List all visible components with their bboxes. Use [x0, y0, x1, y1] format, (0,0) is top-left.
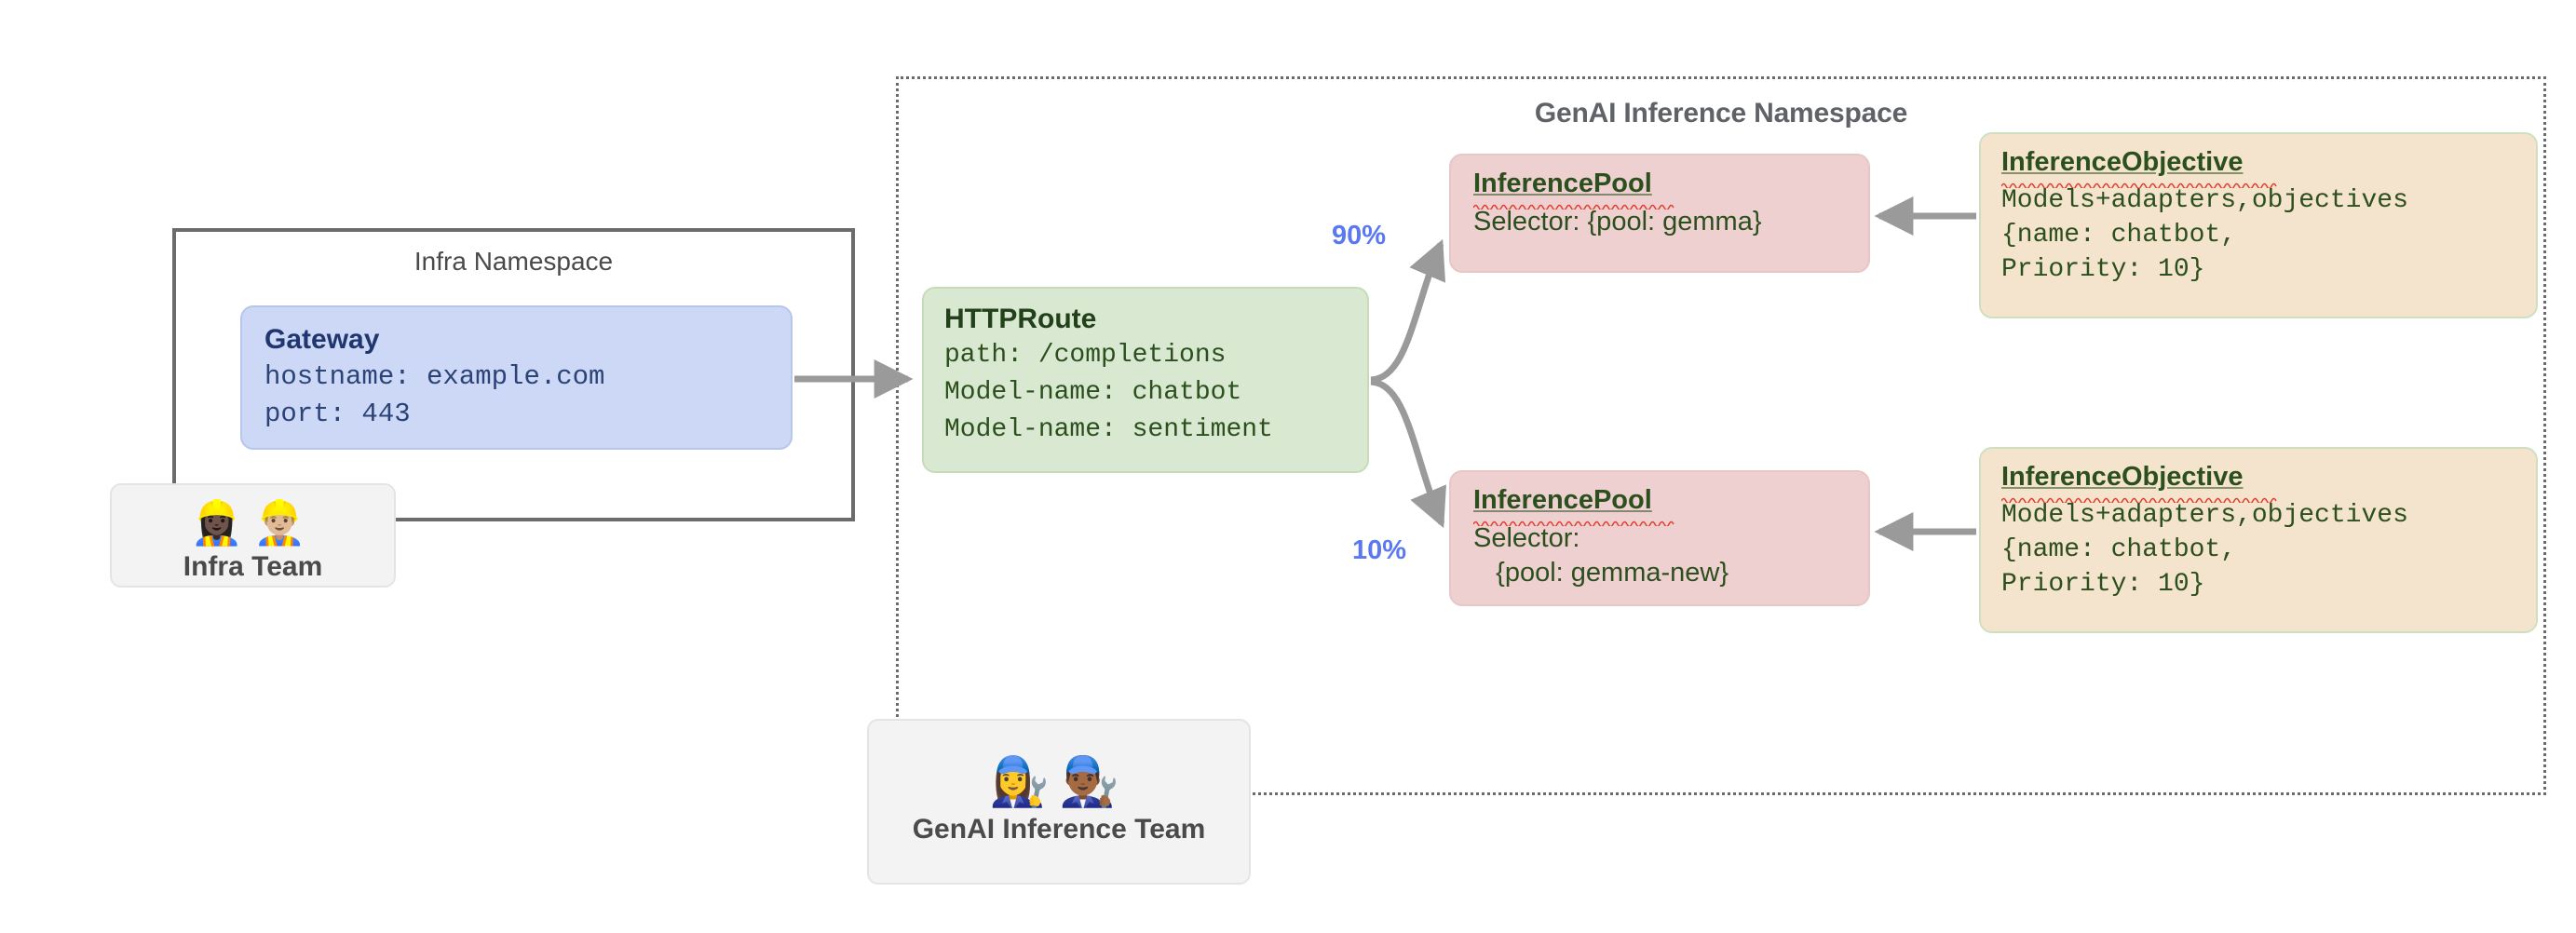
construction-worker-woman-emoji: 👷🏿‍♀️ — [190, 498, 253, 547]
inferenceobjective-bottom-node[interactable]: InferenceObjective Models+adapters,objec… — [1979, 447, 2538, 633]
infra-team-avatars: 👷🏿‍♀️👷🏼‍♂️ — [112, 501, 394, 544]
inferenceobjective-bottom-priority-line: Priority: 10} — [2001, 570, 2205, 600]
inferenceobjective-top-models-line: Models+adapters,objectives — [2001, 186, 2408, 215]
gateway-node[interactable]: Gateway hostname: example.com port: 443 — [240, 305, 793, 450]
infra-team-card[interactable]: 👷🏿‍♀️👷🏼‍♂️ Infra Team — [110, 483, 396, 588]
httproute-path-line: path: /completions — [944, 341, 1227, 370]
traffic-split-90-label: 90% — [1332, 221, 1387, 250]
gateway-port-line: port: 443 — [264, 398, 411, 429]
mechanic-woman-emoji: 👩‍🔧 — [989, 755, 1059, 809]
httproute-model-name-chatbot-line: Model-name: chatbot — [944, 378, 1242, 408]
infra-namespace-label: Infra Namespace — [414, 247, 614, 276]
spellcheck-squiggle-icon — [1472, 197, 1676, 211]
mechanic-man-emoji: 👨🏾‍🔧 — [1059, 755, 1129, 809]
construction-worker-man-emoji: 👷🏼‍♂️ — [252, 498, 316, 547]
inferenceobjective-top-priority-line: Priority: 10} — [2001, 255, 2205, 285]
inferenceobjective-bottom-name-line: {name: chatbot, — [2001, 535, 2237, 565]
inferenceobjective-bottom-title: InferenceObjective — [2001, 462, 2244, 492]
inferencepool-gemma-new-title: InferencePool — [1473, 485, 1652, 515]
genai-inference-team-card[interactable]: 👩‍🔧👨🏾‍🔧 GenAI Inference Team — [867, 719, 1251, 885]
spellcheck-squiggle-icon — [2000, 491, 2281, 505]
inferencepool-gemma-new-node[interactable]: InferencePool Selector: {pool: gemma-new… — [1449, 470, 1870, 606]
genai-team-label: GenAI Inference Team — [912, 814, 1206, 845]
inferencepool-gemma-node[interactable]: InferencePool Selector: {pool: gemma} — [1449, 154, 1870, 273]
httproute-title: HTTPRoute — [944, 304, 1097, 334]
genai-team-avatars: 👩‍🔧👨🏾‍🔧 — [869, 758, 1249, 806]
spellcheck-squiggle-icon — [2000, 176, 2281, 190]
inferencepool-gemma-new-selector-line: Selector: — [1473, 523, 1580, 553]
inferenceobjective-top-title: InferenceObjective — [2001, 147, 2244, 177]
inferenceobjective-top-name-line: {name: chatbot, — [2001, 221, 2237, 250]
inferenceobjective-top-node[interactable]: InferenceObjective Models+adapters,objec… — [1979, 132, 2538, 318]
inferenceobjective-bottom-models-line: Models+adapters,objectives — [2001, 501, 2408, 530]
spellcheck-squiggle-icon — [1472, 514, 1676, 528]
infra-team-label: Infra Team — [183, 551, 323, 582]
httproute-node[interactable]: HTTPRoute path: /completions Model-name:… — [922, 287, 1369, 473]
httproute-model-name-sentiment-line: Model-name: sentiment — [944, 415, 1273, 445]
inferencepool-gemma-new-selector-value-line: {pool: gemma-new} — [1473, 557, 1729, 588]
inferencepool-gemma-title: InferencePool — [1473, 169, 1652, 198]
traffic-split-10-label: 10% — [1352, 535, 1407, 565]
genai-inference-namespace-boundary — [896, 76, 2546, 795]
gateway-title: Gateway — [264, 324, 380, 355]
inferencepool-gemma-selector-line: Selector: {pool: gemma} — [1473, 207, 1762, 237]
genai-inference-namespace-label: GenAI Inference Namespace — [1534, 98, 1908, 128]
gateway-hostname-line: hostname: example.com — [264, 361, 605, 392]
